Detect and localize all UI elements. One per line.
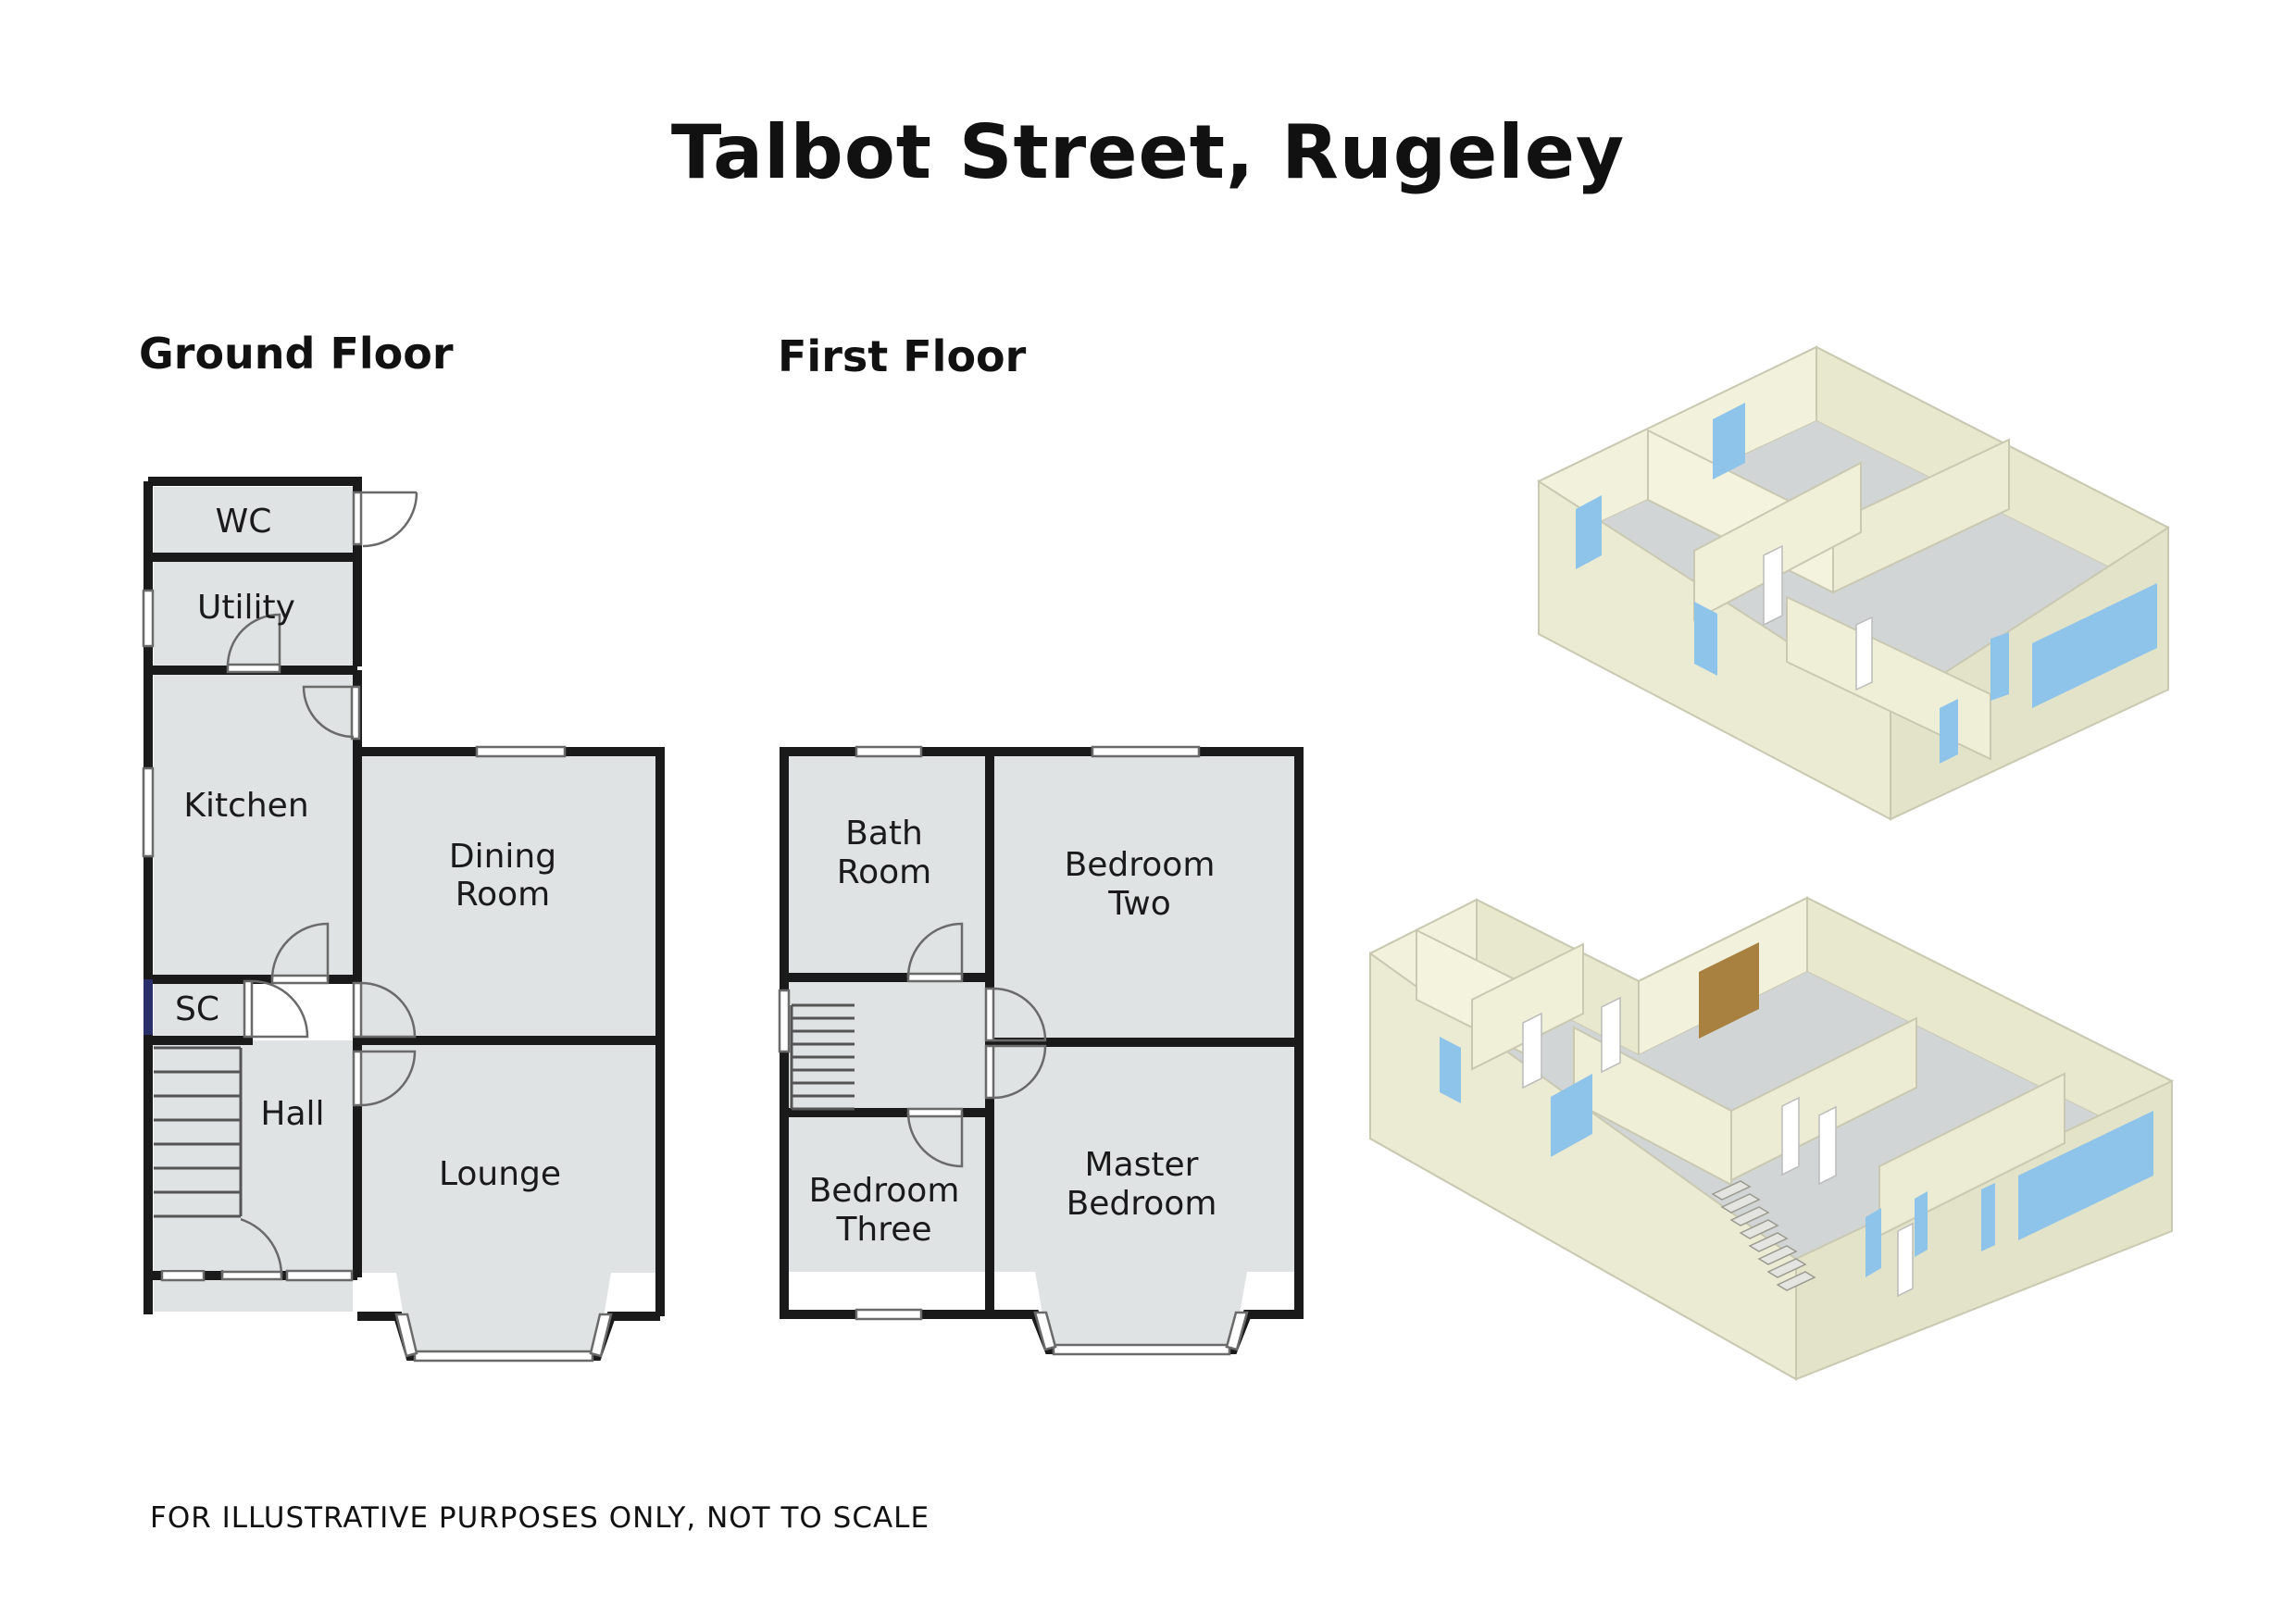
sc-door[interactable] (243, 979, 309, 1039)
master-bedroom-door[interactable] (984, 1044, 1047, 1100)
iso-ff-partition-2 (1832, 438, 2010, 594)
kitchen-room (154, 674, 353, 977)
front-window-left (160, 1269, 206, 1282)
iso-gf-door-1 (1522, 1012, 1542, 1089)
lounge-bay-side-left (394, 1313, 418, 1358)
kitchen-hall-door[interactable] (270, 922, 330, 985)
wc-room (154, 487, 353, 553)
bedroom-two-window (1091, 745, 1201, 758)
kitchen-label: Kitchen (183, 787, 308, 825)
iso-gf-partition-2 (1471, 942, 1584, 1071)
iso-ff-window-4 (1940, 699, 1958, 764)
utility-window (142, 589, 155, 648)
iso-gf-window-6 (1915, 1191, 1928, 1257)
sc-room (154, 977, 250, 1040)
iso-ff-window-5 (2032, 583, 2157, 708)
first-floor-heading: First Floor (778, 331, 1027, 381)
iso-gf-door-2 (1601, 996, 1621, 1074)
dining-door[interactable] (352, 981, 417, 1039)
lounge-bay-window (413, 1350, 594, 1363)
bathroom-room (788, 755, 988, 976)
bedroom-two-label-line2: Two (1107, 885, 1171, 923)
bedroom-two-door[interactable] (984, 987, 1047, 1042)
master-bedroom-room (992, 1044, 1294, 1272)
bedroom-three-window (855, 1308, 923, 1321)
kitchen-rear-door[interactable] (302, 685, 361, 741)
iso-gf-door-5 (1897, 1222, 1914, 1298)
master-bedroom-label-line2: Bedroom (1067, 1185, 1217, 1223)
sc-wall-mark (144, 979, 153, 1035)
iso-ff-window-1 (1576, 495, 1602, 569)
disclaimer: FOR ILLUSTRATIVE PURPOSES ONLY, NOT TO S… (150, 1501, 930, 1535)
wc-label: WC (216, 503, 272, 541)
utility-door[interactable] (226, 613, 281, 674)
iso-gf-window-3 (1866, 1208, 1881, 1277)
iso-ff-door-1 (1763, 544, 1783, 627)
lounge-bay-side-right (589, 1313, 613, 1358)
kitchen-window (142, 766, 155, 858)
iso-ff-partition-3 (1693, 461, 1862, 622)
master-bedroom-label-line1: Master (1085, 1146, 1199, 1184)
iso-gf-window-5 (2018, 1111, 2153, 1240)
master-bay-side-right (1225, 1311, 1249, 1351)
iso-gf-window-4 (1981, 1183, 1995, 1251)
bedroom-two-room (992, 755, 1294, 1040)
bathroom-label-line1: Bath (845, 815, 923, 853)
lounge-bay (396, 1273, 611, 1356)
utility-label: Utility (197, 589, 295, 627)
iso-gf-partition-4 (1730, 1016, 1917, 1182)
iso-gf-door-3 (1781, 1096, 1800, 1176)
utility-room (154, 561, 353, 666)
master-bay-window (1052, 1343, 1231, 1356)
first-floor-plan: Bath Room Bedroom Two Bedroom Three Mast… (778, 745, 1304, 1356)
landing-window (778, 989, 791, 1053)
first-floor-stairs (790, 1003, 855, 1111)
dining-window (475, 745, 567, 758)
lounge-door[interactable] (352, 1050, 417, 1107)
bedroom-two-label-line1: Bedroom (1065, 846, 1216, 884)
sc-label: SC (175, 990, 219, 1028)
bedroom-three-door[interactable] (906, 1107, 964, 1168)
lounge-room (353, 1040, 655, 1273)
dining-room (353, 752, 655, 1040)
master-bay (1035, 1272, 1247, 1350)
iso-ff-window-3 (1694, 602, 1717, 676)
ground-floor-heading: Ground Floor (139, 329, 454, 379)
hall-label: Hall (260, 1095, 324, 1133)
dining-label-line1: Dining (449, 838, 556, 876)
wc-door[interactable] (352, 491, 418, 548)
isometric-ground-floor (1369, 896, 2174, 1381)
front-window-right (285, 1269, 354, 1282)
ground-floor-stairs (154, 1046, 243, 1270)
bathroom-door[interactable] (906, 922, 964, 983)
iso-ff-window-2 (1713, 403, 1745, 479)
iso-gf-stairs (1711, 1180, 1816, 1291)
ground-floor-plan: WC Utility Kitchen Dining Room SC Hall L… (142, 477, 665, 1363)
master-bay-side-left (1033, 1311, 1057, 1351)
iso-ff-door-2 (1855, 616, 1873, 691)
dining-label-line2: Room (455, 876, 551, 914)
iso-ff-front-wall-right (1890, 526, 2169, 821)
iso-gf-window-2 (1551, 1074, 1592, 1157)
bathroom-window (855, 745, 923, 758)
lounge-label: Lounge (439, 1155, 561, 1193)
page-title: Talbot Street, Rugeley (670, 109, 1626, 195)
iso-gf-back-door (1699, 942, 1759, 1039)
bedroom-three-label-line1: Bedroom (809, 1172, 960, 1210)
bedroom-three-label-line2: Three (835, 1211, 931, 1249)
iso-ff-window-6 (1990, 632, 2009, 701)
bedroom-three-room (788, 1114, 988, 1272)
isometric-first-floor (1537, 345, 2170, 821)
bathroom-label-line2: Room (837, 853, 932, 891)
iso-gf-room-floor (1370, 972, 2172, 1379)
iso-gf-window-1 (1440, 1037, 1461, 1103)
iso-gf-door-4 (1818, 1105, 1837, 1186)
